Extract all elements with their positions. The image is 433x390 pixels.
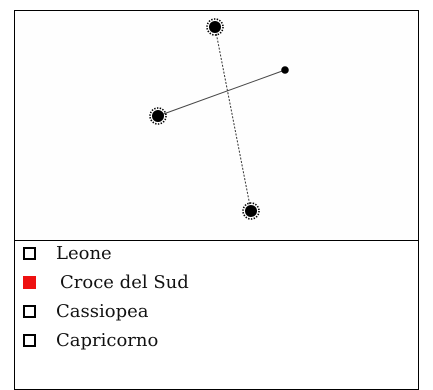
answer-options: Leone Croce del Sud Cassiopea Capricorno bbox=[15, 241, 418, 357]
checkbox-capricorno[interactable] bbox=[23, 334, 36, 347]
constellation-quiz: Leone Croce del Sud Cassiopea Capricorno bbox=[14, 10, 419, 390]
option-leone[interactable]: Leone bbox=[15, 241, 418, 270]
option-croce-del-sud[interactable]: Croce del Sud bbox=[15, 270, 418, 299]
checkbox-croce-del-sud[interactable] bbox=[23, 276, 36, 289]
star-right bbox=[281, 66, 289, 74]
star-left bbox=[149, 107, 167, 125]
option-label-leone: Leone bbox=[56, 243, 112, 264]
option-capricorno[interactable]: Capricorno bbox=[15, 328, 418, 357]
constellation-image bbox=[15, 11, 418, 241]
star-bottom bbox=[242, 202, 260, 220]
star-top bbox=[206, 18, 224, 36]
option-label-capricorno: Capricorno bbox=[56, 330, 159, 351]
option-label-cassiopea: Cassiopea bbox=[56, 301, 149, 322]
constellation-line-horizontal bbox=[157, 69, 286, 117]
constellation-line-vertical bbox=[214, 26, 252, 212]
option-label-croce-del-sud: Croce del Sud bbox=[60, 272, 189, 293]
option-cassiopea[interactable]: Cassiopea bbox=[15, 299, 418, 328]
checkbox-leone[interactable] bbox=[23, 247, 36, 260]
constellation-drawing bbox=[149, 18, 289, 220]
checkbox-cassiopea[interactable] bbox=[23, 305, 36, 318]
